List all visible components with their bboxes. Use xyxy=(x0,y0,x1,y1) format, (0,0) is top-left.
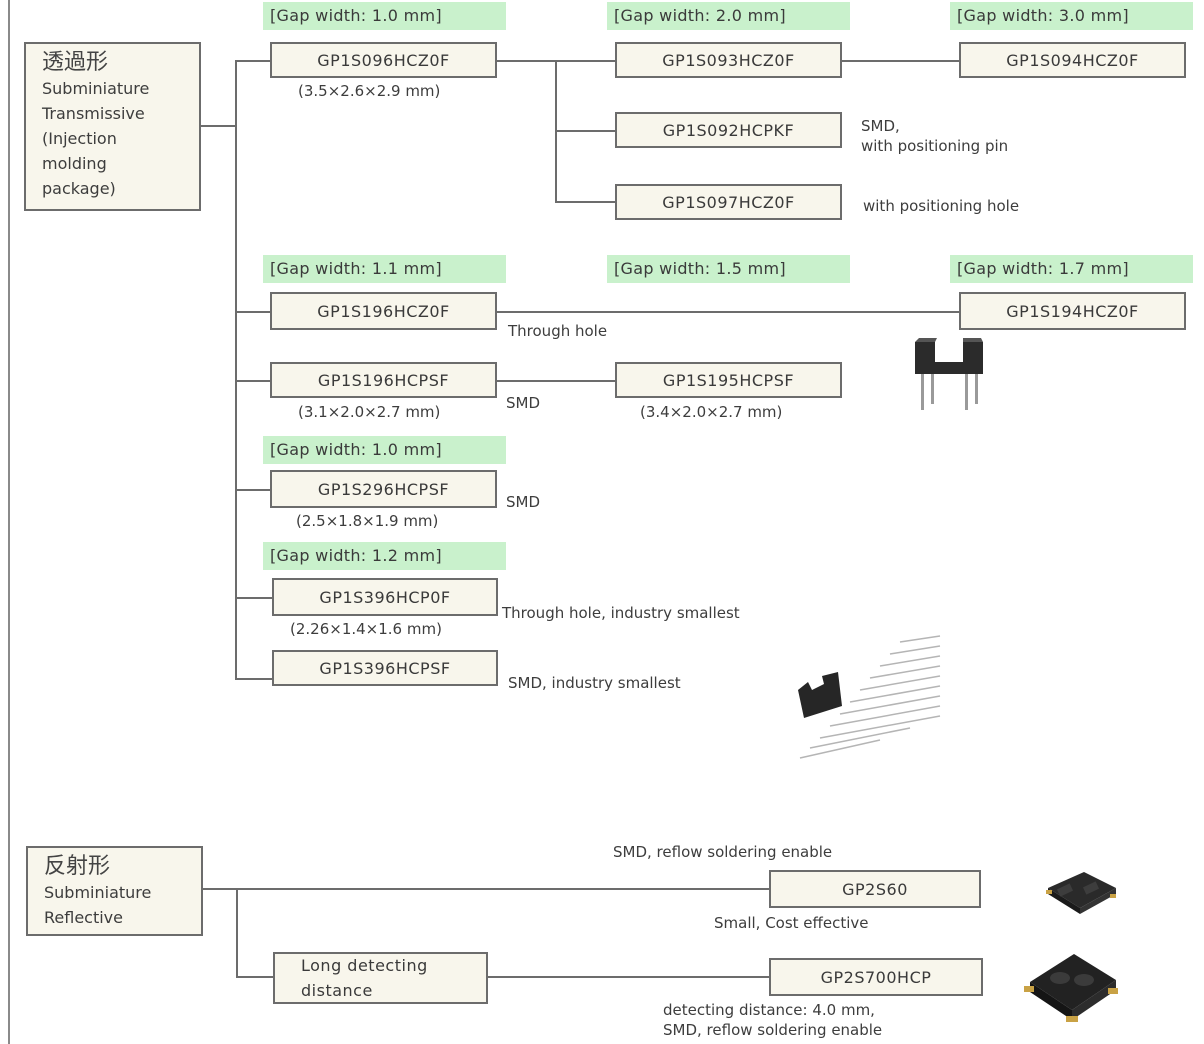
gap-width-label: [Gap width: 2.0 mm] xyxy=(607,2,850,30)
part-gp1s093hcz0f: GP1S093HCZ0F xyxy=(615,42,842,78)
gap-width-label: [Gap width: 1.2 mm] xyxy=(263,542,506,570)
connector xyxy=(235,380,272,382)
part-gp1s195hcpsf: GP1S195HCPSF xyxy=(615,362,842,398)
category-title-ja: 透過形 xyxy=(42,50,109,75)
left-border xyxy=(8,0,10,1044)
feature-note: SMD, industry smallest xyxy=(508,674,681,692)
part-gp1s194hcz0f: GP1S194HCZ0F xyxy=(959,292,1186,330)
connector xyxy=(235,60,237,680)
connector xyxy=(496,380,617,382)
connector xyxy=(486,976,771,978)
part-gp1s196hcpsf: GP1S196HCPSF xyxy=(270,362,497,398)
gap-width-label: [Gap width: 3.0 mm] xyxy=(950,2,1193,30)
feature-note: Small, Cost effective xyxy=(714,914,869,932)
category-title-en: Subminiature Reflective xyxy=(44,883,152,927)
gap-width-label: [Gap width: 1.0 mm] xyxy=(263,2,506,30)
gp2s700hcp-photo xyxy=(1024,954,1118,1022)
connector xyxy=(200,125,236,127)
category-title-en: Subminiature Transmissive (Injection mol… xyxy=(42,79,150,198)
part-gp1s296hcpsf: GP1S296HCPSF xyxy=(270,470,497,508)
feature-note: SMD, reflow soldering enable xyxy=(613,843,833,861)
gap-width-label: [Gap width: 1.7 mm] xyxy=(950,255,1193,283)
feature-note: SMD, with positioning pin xyxy=(861,117,1009,155)
dimension-note: (3.5×2.6×2.9 mm) xyxy=(298,82,441,100)
gap-width-label: [Gap width: 1.5 mm] xyxy=(607,255,850,283)
connector xyxy=(235,60,272,62)
gap-width-label: [Gap width: 1.0 mm] xyxy=(263,436,506,464)
connector xyxy=(236,888,238,978)
gp2s60-photo xyxy=(1046,872,1116,914)
connector xyxy=(235,597,274,599)
feature-note: with positioning hole xyxy=(863,197,1020,215)
part-gp1s196hcz0f: GP1S196HCZ0F xyxy=(270,292,497,330)
connector xyxy=(841,60,961,62)
feature-note: detecting distance: 4.0 mm, SMD, reflow … xyxy=(663,1001,883,1039)
connector xyxy=(236,976,275,978)
dimension-note: (3.4×2.0×2.7 mm) xyxy=(640,403,783,421)
dimension-note: (3.1×2.0×2.7 mm) xyxy=(298,403,441,421)
category-title-ja: 反射形 xyxy=(44,854,111,879)
connector xyxy=(555,130,617,132)
feature-note: Through hole xyxy=(508,322,608,340)
feature-note: SMD xyxy=(506,493,541,511)
gap-width-label: [Gap width: 1.1 mm] xyxy=(263,255,506,283)
transmissive-sensor-photo xyxy=(915,338,983,410)
feature-note: SMD xyxy=(506,394,541,412)
smallest-sensor-photo xyxy=(798,635,941,759)
dimension-note: (2.26×1.4×1.6 mm) xyxy=(290,620,442,638)
part-gp1s094hcz0f: GP1S094HCZ0F xyxy=(959,42,1186,78)
connector xyxy=(201,888,771,890)
connector xyxy=(235,678,274,680)
connector xyxy=(235,311,272,313)
connector xyxy=(235,489,272,491)
part-gp1s396hcpsf: GP1S396HCPSF xyxy=(272,650,498,686)
dimension-note: (2.5×1.8×1.9 mm) xyxy=(296,512,439,530)
long-detecting-label: Long detecting distance xyxy=(301,956,428,1000)
part-gp2s700hcp: GP2S700HCP xyxy=(769,958,983,996)
long-detecting-distance: Long detecting distance xyxy=(273,952,488,1004)
connector xyxy=(496,311,961,313)
part-gp1s097hcz0f: GP1S097HCZ0F xyxy=(615,184,842,220)
part-gp1s096hcz0f: GP1S096HCZ0F xyxy=(270,42,497,78)
part-gp1s396hcp0f: GP1S396HCP0F xyxy=(272,578,498,616)
category-transmissive: 透過形 Subminiature Transmissive (Injection… xyxy=(24,42,201,211)
connector xyxy=(555,201,617,203)
part-gp1s092hcpkf: GP1S092HCPKF xyxy=(615,112,842,148)
category-reflective: 反射形 Subminiature Reflective xyxy=(26,846,203,936)
feature-note: Through hole, industry smallest xyxy=(502,604,740,622)
part-gp2s60: GP2S60 xyxy=(769,870,981,908)
